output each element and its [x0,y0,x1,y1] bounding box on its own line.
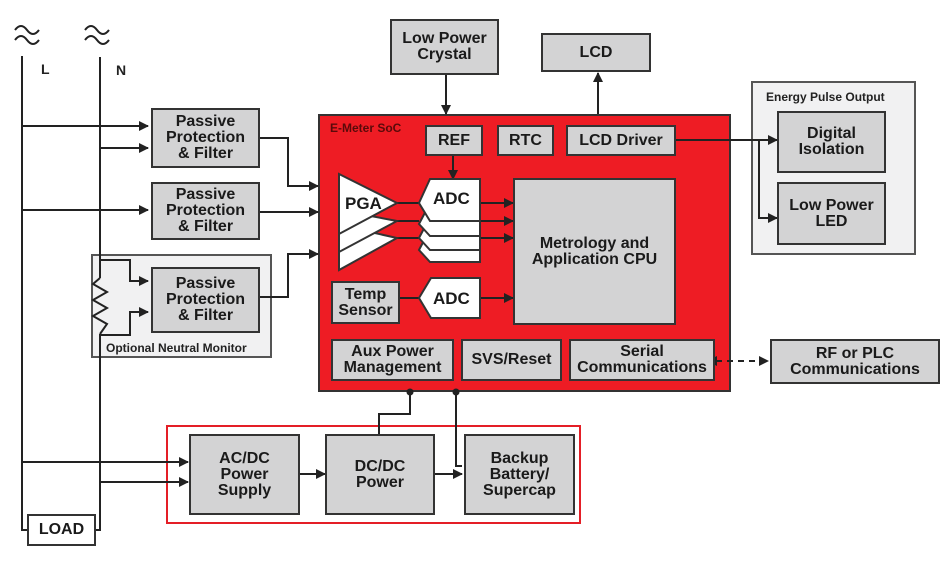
protection-filter-3: Passive Protection & Filter [151,267,260,333]
junction-dot [452,388,460,396]
line-wire [21,56,28,531]
metrology-cpu: Metrology and Application CPU [513,178,676,325]
aux-power-management: Aux Power Management [331,339,454,381]
ref-block: REF [425,125,483,156]
power-supply-group [166,425,581,524]
adc-temp-label: ADC [433,289,470,308]
ac-symbol-line [14,25,40,45]
serial-communications: Serial Communications [569,339,715,381]
adc-main-shape [417,178,481,263]
digital-isolation: Digital Isolation [777,111,886,173]
lcd-driver-block: LCD Driver [566,125,676,156]
backup-battery-supercap: Backup Battery/ Supercap [464,434,575,515]
low-power-crystal: Low Power Crystal [390,19,499,75]
low-power-led: Low Power LED [777,182,886,245]
ac-symbol-neutral [84,25,110,45]
load-box: LOAD [27,514,96,546]
protection-filter-2: Passive Protection & Filter [151,182,260,240]
soc-label: E-Meter SoC [330,121,402,135]
neutral-monitor-label: Optional Neutral Monitor [106,341,247,355]
mains-wires [14,25,110,531]
adc-main-label: ADC [433,189,470,208]
dcdc-power: DC/DC Power [325,434,435,515]
neutral-label: N [116,62,127,78]
energy-pulse-label: Energy Pulse Output [766,90,885,104]
pga-label: PGA [345,194,382,213]
svs-reset: SVS/Reset [461,339,562,381]
protection-filter-1: Passive Protection & Filter [151,108,260,168]
rtc-block: RTC [497,125,554,156]
junction-dot [406,388,414,396]
rf-plc-communications: RF or PLC Communications [770,339,940,384]
lcd-display: LCD [541,33,651,72]
line-label: L [41,61,50,77]
shunt-resistor [90,277,110,335]
temp-sensor: Temp Sensor [331,281,400,324]
pga-amplifier [338,172,400,272]
neutral-wire [95,57,101,531]
acdc-power-supply: AC/DC Power Supply [189,434,300,515]
adc-temp-shape [417,277,481,319]
